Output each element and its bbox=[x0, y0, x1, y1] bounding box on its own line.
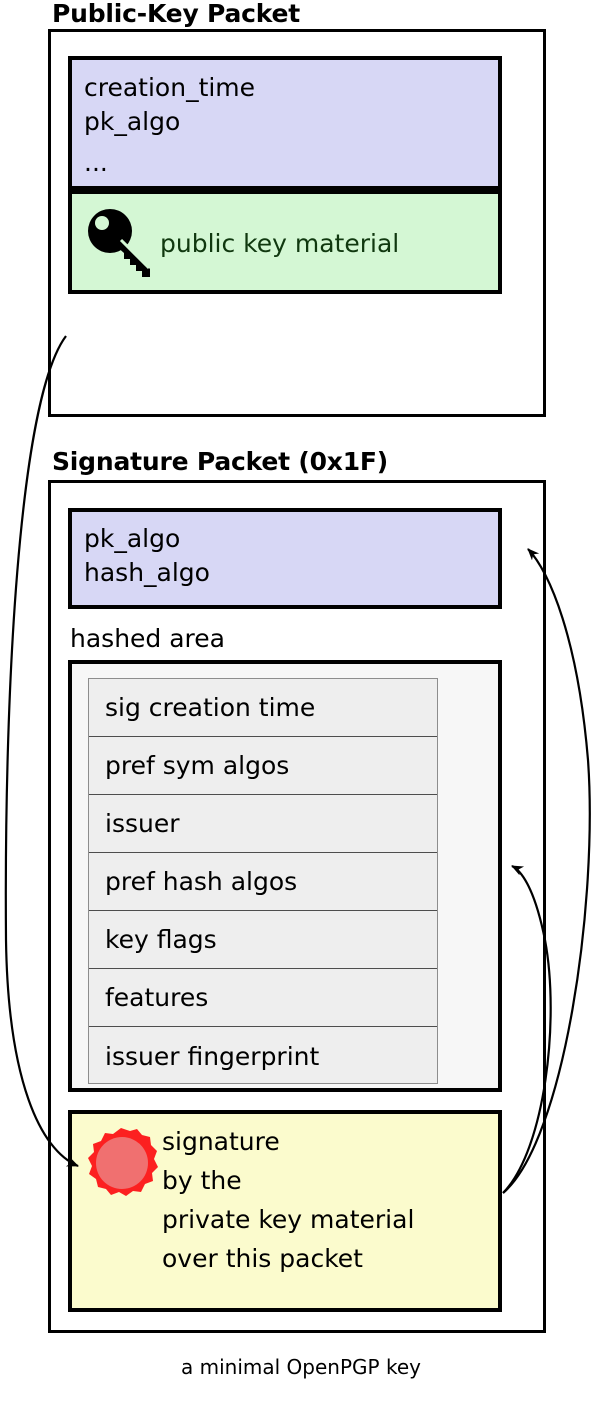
signature-value-box: signature by the private key material ov… bbox=[68, 1110, 502, 1312]
hashed-subpacket-row: sig creation time bbox=[89, 679, 437, 737]
public-key-material-label: public key material bbox=[160, 229, 400, 258]
public-key-field-pk-algo: pk_algo bbox=[84, 107, 181, 136]
public-key-material-box: public key material bbox=[68, 190, 502, 294]
signature-field-pk-algo: pk_algo bbox=[84, 524, 181, 553]
public-key-packet-title: Public-Key Packet bbox=[52, 0, 301, 28]
hashed-subpacket-list: sig creation time pref sym algos issuer … bbox=[88, 678, 438, 1084]
hashed-subpacket-row: features bbox=[89, 969, 437, 1027]
signature-field-hash-algo: hash_algo bbox=[84, 558, 210, 587]
wax-seal-icon bbox=[80, 1124, 162, 1206]
hashed-subpacket-row: key flags bbox=[89, 911, 437, 969]
hashed-area-box: sig creation time pref sym algos issuer … bbox=[68, 660, 502, 1092]
signature-packet-title: Signature Packet (0x1F) bbox=[52, 447, 389, 476]
diagram-caption: a minimal OpenPGP key bbox=[181, 1355, 421, 1379]
signature-line-4: over this packet bbox=[162, 1244, 363, 1273]
public-key-header-fields-box: creation_time pk_algo ... bbox=[68, 56, 502, 190]
hashed-subpacket-row: pref hash algos bbox=[89, 853, 437, 911]
signature-line-1: signature bbox=[162, 1127, 280, 1156]
signature-line-3: private key material bbox=[162, 1205, 415, 1234]
signature-algo-fields-box: pk_algo hash_algo bbox=[68, 508, 502, 609]
hashed-subpacket-row: issuer fingerprint bbox=[105, 1041, 320, 1071]
hashed-subpacket-row: issuer bbox=[89, 795, 437, 853]
signature-line-2: by the bbox=[162, 1166, 242, 1195]
hashed-area-label: hashed area bbox=[70, 624, 225, 653]
public-key-field-ellipsis: ... bbox=[84, 148, 108, 177]
public-key-field-creation-time: creation_time bbox=[84, 73, 256, 102]
key-icon bbox=[80, 203, 164, 287]
hashed-subpacket-row: pref sym algos bbox=[89, 737, 437, 795]
